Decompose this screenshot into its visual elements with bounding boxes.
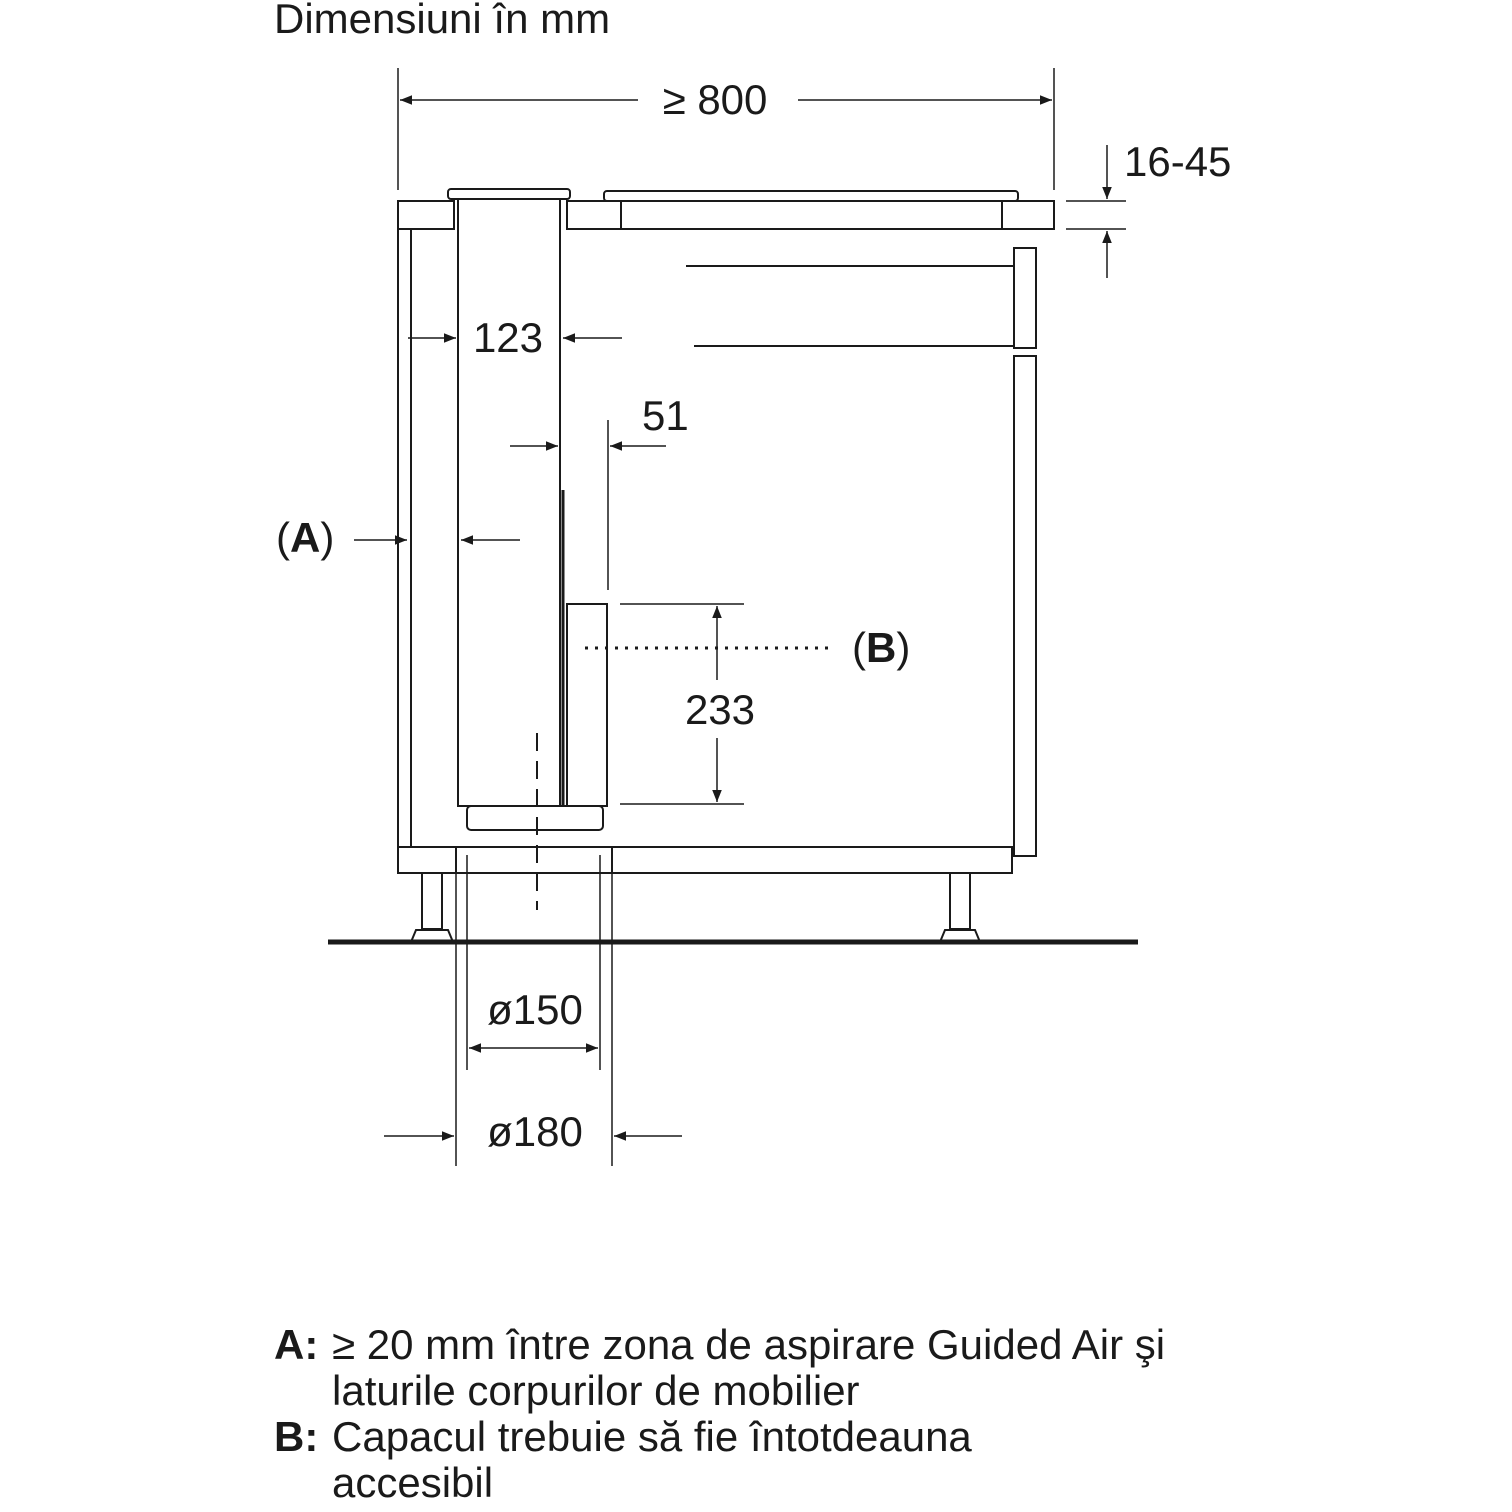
duct-width-label: 123 — [473, 314, 543, 361]
legend-text-a: ≥ 20 mm între zona de aspirare Guided Ai… — [332, 1321, 1166, 1414]
legend-text-b: Capacul trebuie să fie întotdeauna acces… — [332, 1413, 972, 1506]
gap-dimension: 51 — [510, 392, 689, 590]
duct-diameter-180-dimension: ø180 — [384, 855, 682, 1166]
floor — [328, 872, 1138, 945]
worktop — [397, 188, 1055, 230]
width-label: ≥ 800 — [663, 76, 768, 123]
legend-key-b: B: — [274, 1413, 319, 1460]
duct-unit — [457, 198, 608, 910]
diameter-150-label: ø150 — [487, 986, 583, 1033]
callout-a: (A) — [276, 514, 520, 561]
legend-key-a: A: — [274, 1321, 319, 1368]
title: Dimensiuni în mm — [274, 0, 610, 42]
cover-height-dimension: 233 (B) — [585, 603, 910, 805]
worktop-thickness-label: 16-45 — [1124, 138, 1231, 185]
worktop-thickness-dimension: 16-45 — [1066, 138, 1231, 278]
legend: A: ≥ 20 mm între zona de aspirare Guided… — [274, 1322, 1474, 1506]
width-dimension: ≥ 800 — [397, 68, 1055, 190]
gap-label: 51 — [642, 392, 689, 439]
duct-width-dimension: 123 — [408, 314, 622, 361]
legend-item-a: A: ≥ 20 mm între zona de aspirare Guided… — [274, 1322, 1474, 1414]
callout-a-label: (A) — [276, 514, 334, 561]
callout-b-label: (B) — [852, 624, 910, 671]
cover-height-label: 233 — [685, 686, 755, 733]
legend-item-b: B: Capacul trebuie să fie întotdeauna ac… — [274, 1414, 1474, 1506]
diameter-180-label: ø180 — [487, 1108, 583, 1155]
duct-diameter-150-dimension: ø150 — [466, 855, 601, 1070]
